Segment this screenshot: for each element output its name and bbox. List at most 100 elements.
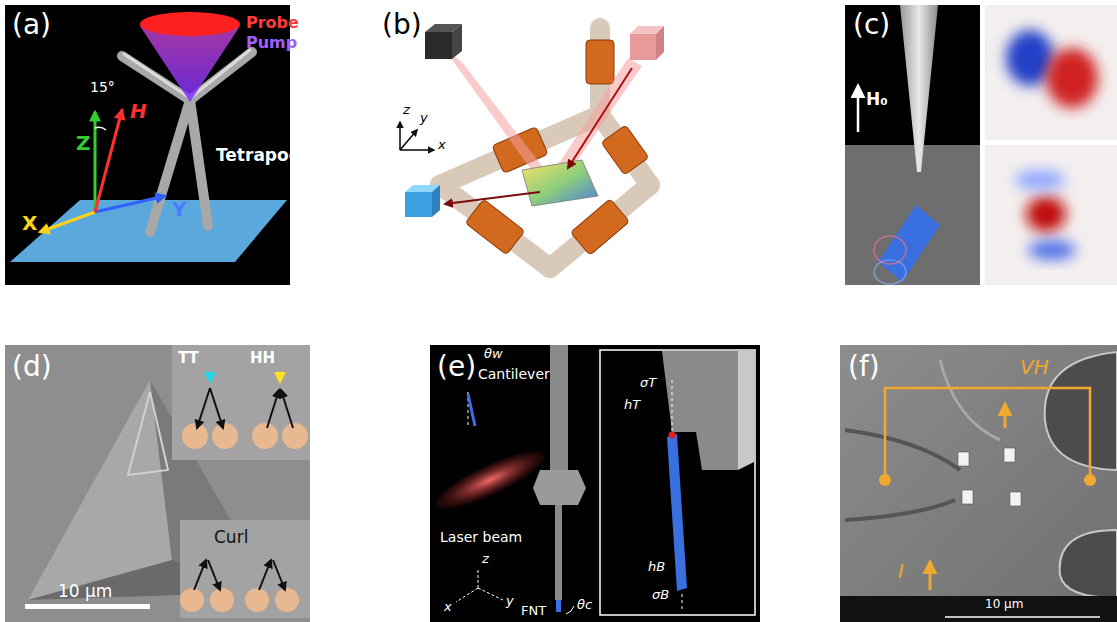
angle-label: θc <box>577 598 592 612</box>
dimension-label: σB <box>652 588 669 602</box>
panel-b-coil-frame <box>452 24 462 59</box>
axis-label: Z <box>76 132 91 154</box>
panel-b-coil-frame <box>600 115 650 185</box>
panel-e-cantilever <box>566 606 574 614</box>
dimension-label: hB <box>648 560 665 574</box>
voltage-label: VH <box>1020 356 1049 378</box>
panel-c-tip-maps <box>980 5 1117 285</box>
panel-d-pyramid <box>5 345 310 622</box>
panel-d-pyramid <box>197 388 210 428</box>
panel-c-tip-maps <box>857 86 860 132</box>
angle-label: θw <box>484 347 503 361</box>
panel-c-tip-maps <box>845 145 980 285</box>
panel-d-pyramid <box>180 588 204 612</box>
panel-f-hall-device <box>1060 530 1117 598</box>
panel-d-pyramid <box>259 560 271 590</box>
panel-letter: (c) <box>853 10 890 41</box>
axis-label: y <box>420 111 428 125</box>
panel-a-tetrapod <box>150 100 190 232</box>
panel-d-pyramid <box>194 560 206 590</box>
panel-c-tip-maps <box>1014 170 1066 190</box>
panel-letter: (d) <box>12 352 52 383</box>
dimension-label: hT <box>624 398 640 412</box>
panel-b-coil-frame <box>586 40 614 84</box>
part-label: Tetrapod <box>216 146 301 165</box>
panel-d-pyramid <box>172 345 310 460</box>
panel-a-tetrapod <box>95 196 165 212</box>
panel-b-coil-frame <box>465 199 524 255</box>
panel-f-hall-device <box>929 562 932 590</box>
panel-f-hall-device <box>945 616 1100 618</box>
panel-e-cantilever <box>555 505 562 600</box>
panel-d-pyramid <box>210 388 223 428</box>
panel-d-pyramid <box>212 423 238 449</box>
panel-b-coil-frame <box>601 125 649 175</box>
panel-b-coil-frame <box>400 149 434 151</box>
beam-label: Pump <box>246 34 297 52</box>
panel-f-hall-device <box>840 596 1117 622</box>
panel-b-coil-frame <box>656 26 664 60</box>
panel-c-tip-maps <box>1028 240 1076 260</box>
panel-f-hall-device <box>940 360 1000 440</box>
panel-f-hall-device <box>845 500 955 520</box>
panel-c-tip-maps <box>878 205 940 282</box>
panel-f-hall-device <box>885 388 1090 480</box>
panel-e-cantilever <box>429 441 550 519</box>
panel-c-tip-maps <box>874 260 906 284</box>
panel-d-pyramid <box>275 588 299 612</box>
part-label: Cantilever <box>478 367 550 382</box>
panel-b-coil-frame <box>375 5 660 285</box>
panel-letter: (f) <box>848 352 880 383</box>
panel-d-pyramid <box>273 560 285 590</box>
scale-label: 10 μm <box>985 598 1023 611</box>
panel-e-cantilever <box>429 345 760 622</box>
panel-d-pyramid <box>281 390 293 428</box>
panel-b-coil-frame <box>405 192 432 217</box>
panel-e-cantilever <box>667 434 687 591</box>
axis-label: y <box>506 594 514 608</box>
panel-e-cantilever <box>682 594 683 612</box>
panel-a-tetrapod <box>95 110 122 212</box>
panel-d-pyramid <box>274 372 286 384</box>
panel-b-coil-frame <box>568 68 632 168</box>
panel-letter: (a) <box>12 10 51 41</box>
panel-d-pyramid <box>252 423 278 449</box>
panel-f-hall-device <box>1004 448 1015 462</box>
state-label: TT <box>178 350 199 367</box>
panel-e-cantilever <box>738 351 754 470</box>
panel-e-cantilever <box>478 568 479 588</box>
panel-d-pyramid <box>210 588 234 612</box>
state-label: HH <box>250 350 275 367</box>
panel-f-hall-device <box>845 430 960 470</box>
panel-e-cantilever <box>478 588 503 600</box>
scale-label: 10 μm <box>58 582 112 601</box>
panel-c-tip-maps <box>985 145 1117 285</box>
panel-c-tip-maps <box>900 5 938 172</box>
panel-f-hall-device <box>962 490 973 504</box>
part-label: FNT <box>521 604 546 618</box>
panel-d-pyramid <box>182 423 208 449</box>
panel-b-coil-frame <box>570 199 629 256</box>
panel-c-tip-maps <box>985 5 1117 140</box>
panel-d-pyramid <box>5 345 310 622</box>
axis-label: z <box>403 103 410 117</box>
current-label: I <box>898 560 904 582</box>
beam-label: Probe <box>246 14 299 32</box>
dimension-label: σT <box>640 376 656 390</box>
panel-d-pyramid <box>208 560 220 590</box>
panel-b-coil-frame <box>375 5 664 285</box>
panel-f-hall-device <box>1045 352 1117 470</box>
field-label: H <box>130 100 147 122</box>
panel-e-cantilever <box>556 600 561 612</box>
panel-b-coil-frame <box>630 34 656 60</box>
panel-a-tetrapod <box>40 212 95 232</box>
panel-d-pyramid <box>282 423 308 449</box>
panel-letter: (b) <box>382 10 422 41</box>
panel-f-hall-device <box>1004 404 1007 428</box>
panel-f-hall-device <box>879 474 891 486</box>
state-label: Curl <box>214 528 248 547</box>
panel-letter: (e) <box>437 352 476 383</box>
field-label: H₀ <box>866 90 888 109</box>
